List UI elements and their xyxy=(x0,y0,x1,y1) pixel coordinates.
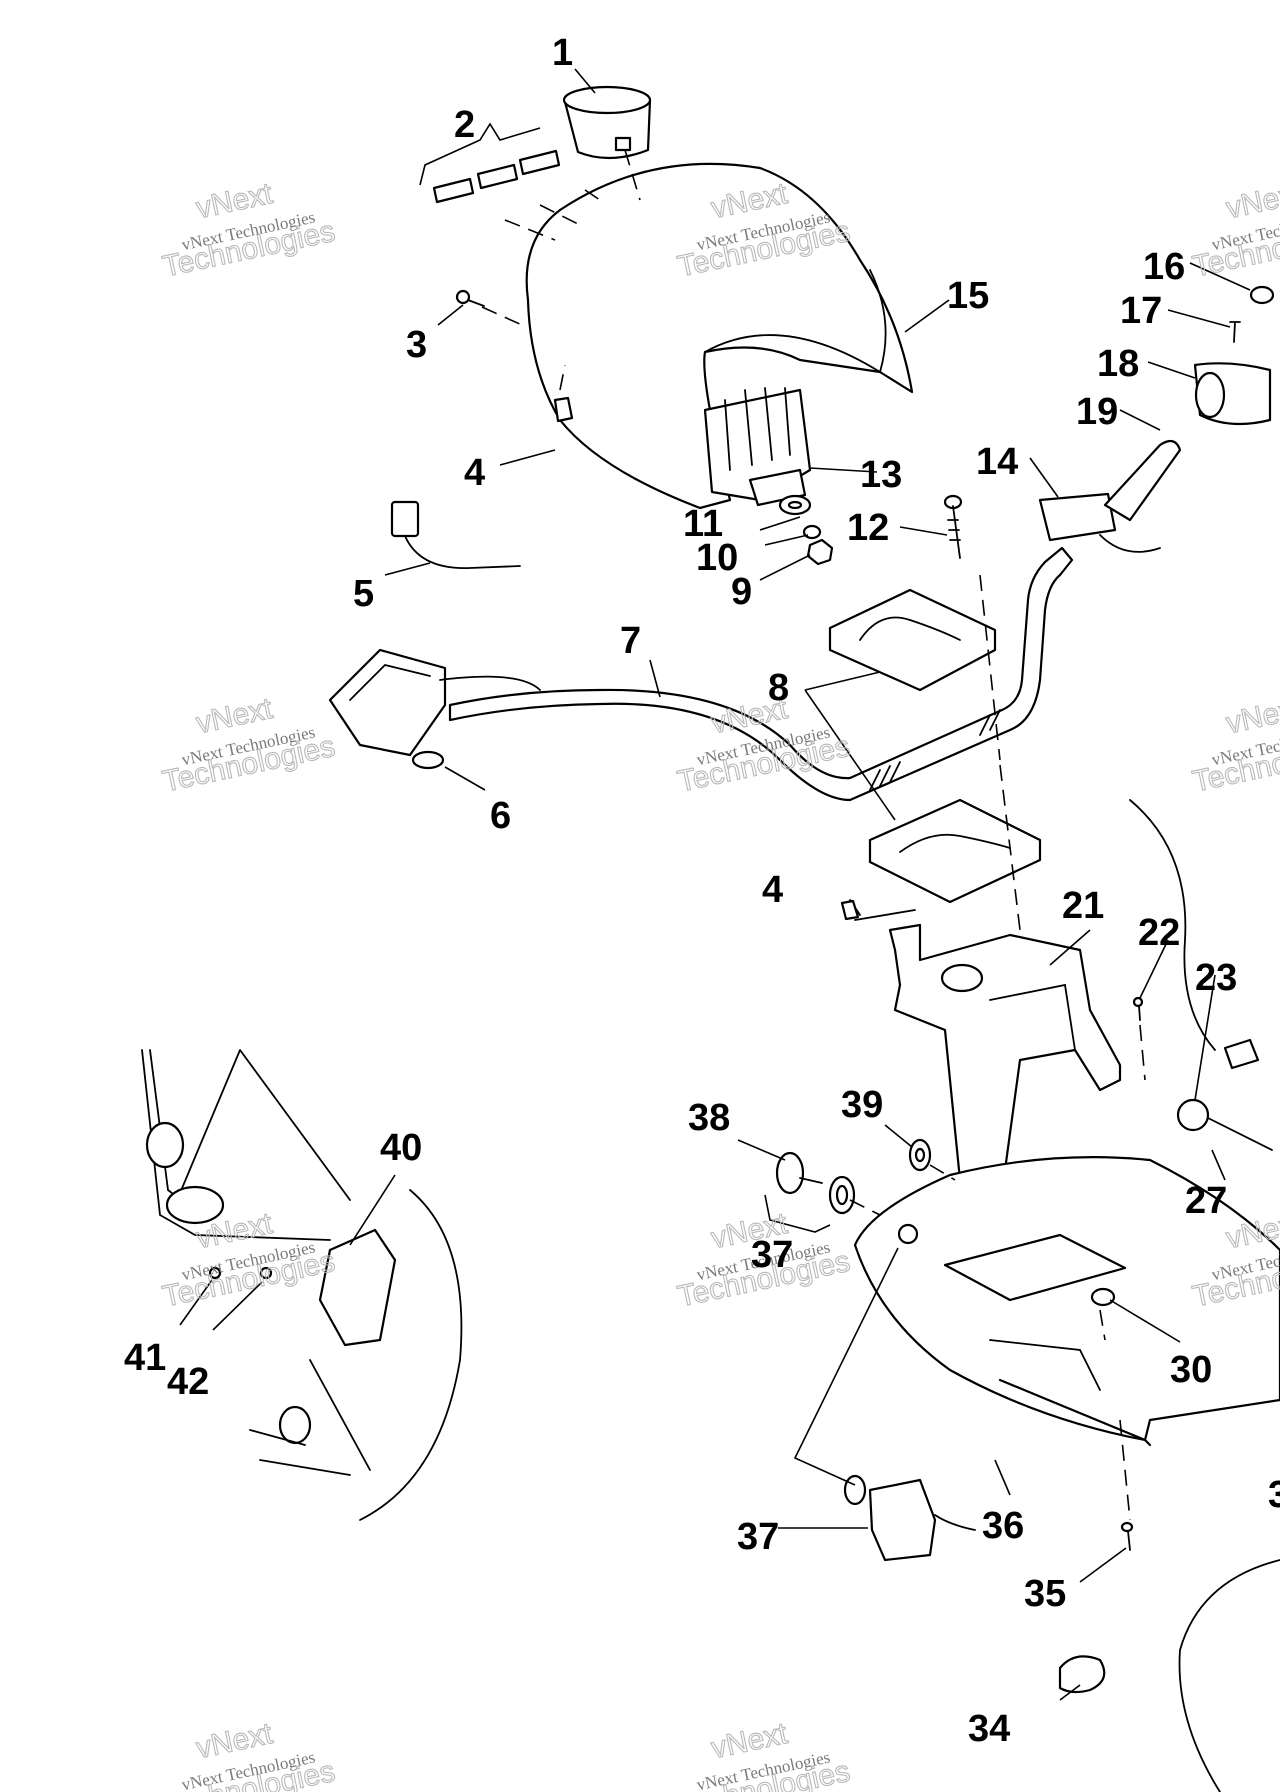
callout-40: 40 xyxy=(380,1127,422,1169)
part-lower-clamp xyxy=(868,798,1042,904)
callout-17: 17 xyxy=(1120,290,1162,332)
callout-4-lower: 4 xyxy=(762,869,783,911)
part-upper-clamp xyxy=(828,588,997,692)
callout-27: 27 xyxy=(1185,1180,1227,1222)
part-clamp-34 xyxy=(1058,1655,1106,1694)
part-washer-10 xyxy=(802,524,822,540)
callout-4: 4 xyxy=(464,452,485,494)
part-indicator-lenses xyxy=(419,122,561,204)
callout-34: 34 xyxy=(968,1708,1010,1750)
callout-16: 16 xyxy=(1143,246,1185,288)
callout-8: 8 xyxy=(768,667,789,709)
callout-36: 36 xyxy=(982,1505,1024,1547)
part-throttle xyxy=(328,648,541,770)
callout-15: 15 xyxy=(947,275,989,317)
part-clip-4b xyxy=(840,899,860,921)
callout-37-lower: 37 xyxy=(737,1516,779,1558)
part-ignition-switch xyxy=(843,1474,976,1562)
part-bolt-12 xyxy=(943,494,963,559)
callout-38: 38 xyxy=(688,1097,730,1139)
part-screw-35 xyxy=(1120,1521,1134,1551)
part-nut-30 xyxy=(1090,1287,1116,1307)
part-brake-master-cylinder xyxy=(1038,492,1161,553)
part-clip-4 xyxy=(553,396,574,423)
part-ring-37 xyxy=(828,1175,856,1215)
part-handlebar xyxy=(448,546,1074,802)
callout-19: 19 xyxy=(1076,391,1118,433)
part-wire-harness-23 xyxy=(1129,799,1260,1070)
callout-35: 35 xyxy=(1024,1573,1066,1615)
callout-9: 9 xyxy=(731,571,752,613)
callout-22: 22 xyxy=(1138,912,1180,954)
watermark-text: vNext xyxy=(1223,177,1280,225)
part-gear-27 xyxy=(1176,1098,1273,1151)
callout-18: 18 xyxy=(1097,343,1139,385)
part-brake-assembly xyxy=(141,1049,463,1521)
part-mount-bracket xyxy=(849,899,1122,1182)
part-speedometer-cup xyxy=(562,85,652,160)
callout-23: 23 xyxy=(1195,957,1237,999)
callout-13: 13 xyxy=(860,454,902,496)
callout-6: 6 xyxy=(490,795,511,837)
callout-12: 12 xyxy=(847,507,889,549)
callout-14: 14 xyxy=(976,441,1018,483)
callout-10: 10 xyxy=(696,537,738,579)
part-nut-9 xyxy=(806,538,834,566)
part-partial-lower-right xyxy=(1178,1559,1280,1792)
callout-labels: 1 2 3 4 4 5 6 7 8 9 10 11 12 13 14 15 16… xyxy=(124,32,1280,1750)
part-control-grip xyxy=(1103,362,1272,522)
callout-1: 1 xyxy=(552,32,573,74)
part-screw-3 xyxy=(455,289,485,307)
part-connector-harness xyxy=(390,500,521,569)
part-cap-16 xyxy=(1249,285,1275,305)
callout-3: 3 xyxy=(406,324,427,366)
callout-37-upper: 37 xyxy=(751,1234,793,1276)
callout-5: 5 xyxy=(353,573,374,615)
callout-39: 39 xyxy=(841,1084,883,1126)
callout-7: 7 xyxy=(620,620,641,662)
part-console xyxy=(853,1156,1280,1447)
part-bulb-socket xyxy=(703,387,812,507)
callout-3-edge: 3 xyxy=(1268,1474,1280,1516)
part-screw-22 xyxy=(1132,996,1144,1021)
watermark-text: vNext xyxy=(1223,692,1280,740)
callout-2: 2 xyxy=(454,104,475,146)
callout-42: 42 xyxy=(167,1361,209,1403)
part-washer-11 xyxy=(778,494,812,516)
part-washer-39 xyxy=(908,1138,932,1172)
callout-41: 41 xyxy=(124,1337,166,1379)
part-screw-17 xyxy=(1229,321,1241,343)
callout-21: 21 xyxy=(1062,885,1104,927)
callout-30: 30 xyxy=(1170,1349,1212,1391)
part-switch-38 xyxy=(775,1151,823,1195)
callout-11: 11 xyxy=(683,503,723,545)
leader-lines xyxy=(179,68,1251,1701)
